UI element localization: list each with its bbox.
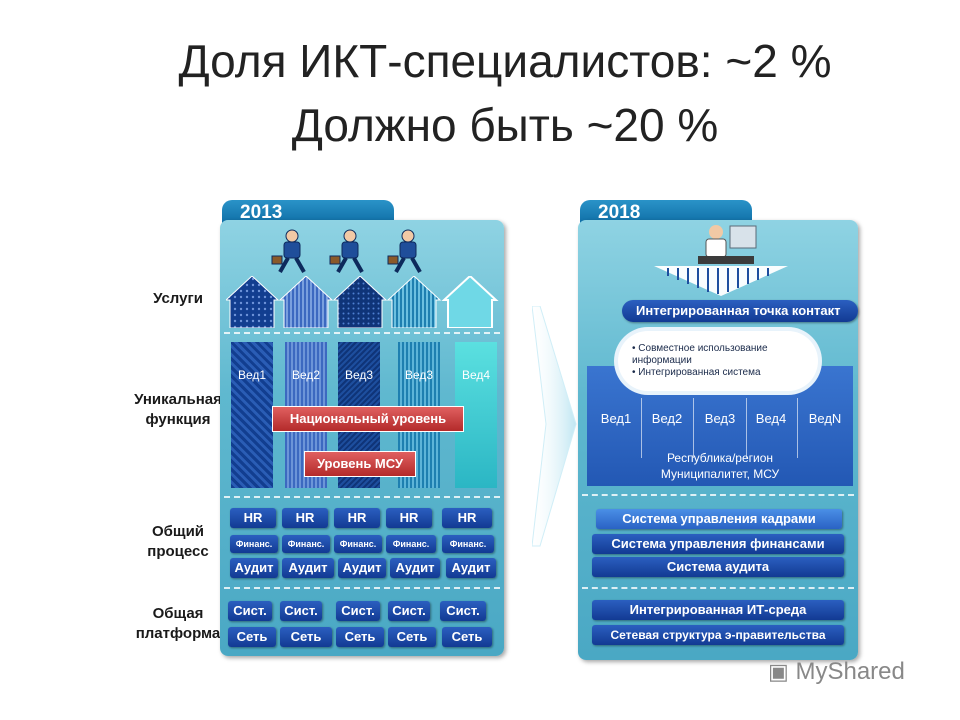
- agency-label: Вед2: [651, 411, 683, 426]
- divider: [797, 398, 798, 458]
- label-unique-line2: функция: [145, 411, 211, 428]
- cloud-line: • Интегрированная система: [632, 367, 761, 378]
- hr-box: HR: [230, 508, 276, 528]
- column-label: Вед2: [291, 368, 321, 382]
- label-platform-line1: Общая: [152, 605, 204, 622]
- label-common-process: Общий процесс: [108, 522, 248, 562]
- finance-system-bar: Система управления финансами: [592, 534, 844, 554]
- system-box: Сист.: [280, 601, 322, 621]
- label-unique-line1: Уникальная: [134, 391, 222, 408]
- audit-box: Аудит: [446, 558, 496, 578]
- person-at-desk-icon: [698, 225, 757, 264]
- finance-box: Финанс.: [230, 535, 278, 553]
- services-arrows: [226, 276, 499, 328]
- column-ved1: Вед1: [231, 342, 273, 488]
- column-label: Вед1: [237, 368, 267, 382]
- integrated-contact-point: Интегрированная точка контакт: [622, 300, 858, 322]
- system-box: Сист.: [388, 601, 430, 621]
- network-box: Сеть: [280, 627, 332, 647]
- network-structure-bar: Сетевая структура э-правительства: [592, 625, 844, 645]
- finance-box: Финанс.: [334, 535, 382, 553]
- system-box: Сист.: [336, 601, 380, 621]
- hr-box: HR: [442, 508, 492, 528]
- agency-label: Вед3: [704, 411, 736, 426]
- hr-box: HR: [282, 508, 328, 528]
- divider: [746, 398, 747, 458]
- region-label: Республика/регион Муниципалитет, МСУ: [620, 450, 820, 482]
- network-box: Сеть: [442, 627, 492, 647]
- hr-system-bar: Система управления кадрами: [596, 509, 842, 529]
- people-running-icon: [271, 229, 422, 273]
- label-unique-function: Уникальная функция: [108, 390, 248, 430]
- cloud-line: • Совместное использование: [632, 343, 768, 354]
- audit-box: Аудит: [338, 558, 386, 578]
- separator: [582, 494, 854, 496]
- region-line1: Республика/регион: [666, 451, 774, 465]
- finance-box: Финанс.: [282, 535, 330, 553]
- myshared-watermark: ▣ MyShared: [768, 658, 905, 686]
- finance-box: Финанс.: [442, 535, 494, 553]
- system-box: Сист.: [440, 601, 486, 621]
- divider: [641, 398, 642, 458]
- hr-box: HR: [334, 508, 380, 528]
- finance-box: Финанс.: [386, 535, 436, 553]
- audit-box: Аудит: [390, 558, 440, 578]
- audit-system-bar: Система аудита: [592, 557, 844, 577]
- network-box: Сеть: [388, 627, 436, 647]
- separator: [582, 587, 854, 589]
- municipal-level-bar: Уровень МСУ: [304, 451, 416, 477]
- watermark-text: MyShared: [795, 658, 905, 685]
- column-label: Вед3: [344, 368, 374, 382]
- label-process-line2: процесс: [147, 543, 209, 560]
- agency-label: Вед4: [755, 411, 787, 426]
- shared-info-cloud: • Совместное использование информации • …: [618, 331, 818, 391]
- region-line2: Муниципалитет, МСУ: [660, 467, 780, 481]
- label-process-line1: Общий: [151, 523, 205, 540]
- national-level-bar: Национальный уровень: [272, 406, 464, 432]
- title-line-2: Должно быть ~20 %: [291, 99, 719, 151]
- hr-box: HR: [386, 508, 432, 528]
- network-box: Сеть: [228, 627, 276, 647]
- audit-box: Аудит: [282, 558, 334, 578]
- column-label: Вед3: [404, 368, 434, 382]
- title-line-1: Доля ИКТ-специалистов: ~2 %: [178, 35, 832, 87]
- transition-arrow-icon: [532, 306, 577, 547]
- agency-label: Вед1: [600, 411, 632, 426]
- funnel-arrows: [654, 266, 788, 296]
- agency-label: ВедN: [808, 411, 842, 426]
- separator: [224, 332, 500, 334]
- presentation-icon: ▣: [768, 659, 789, 684]
- network-box: Сеть: [336, 627, 384, 647]
- label-platform-line2: платформа: [135, 625, 221, 642]
- column-label: Вед4: [461, 368, 491, 382]
- it-environment-bar: Интегрированная ИТ-среда: [592, 600, 844, 620]
- audit-box: Аудит: [230, 558, 278, 578]
- divider: [693, 398, 694, 458]
- separator: [224, 587, 500, 589]
- system-box: Сист.: [228, 601, 272, 621]
- separator: [224, 496, 500, 498]
- label-common-platform: Общая платформа: [108, 604, 248, 644]
- label-services: Услуги: [153, 290, 203, 307]
- cloud-line: информации: [632, 355, 692, 366]
